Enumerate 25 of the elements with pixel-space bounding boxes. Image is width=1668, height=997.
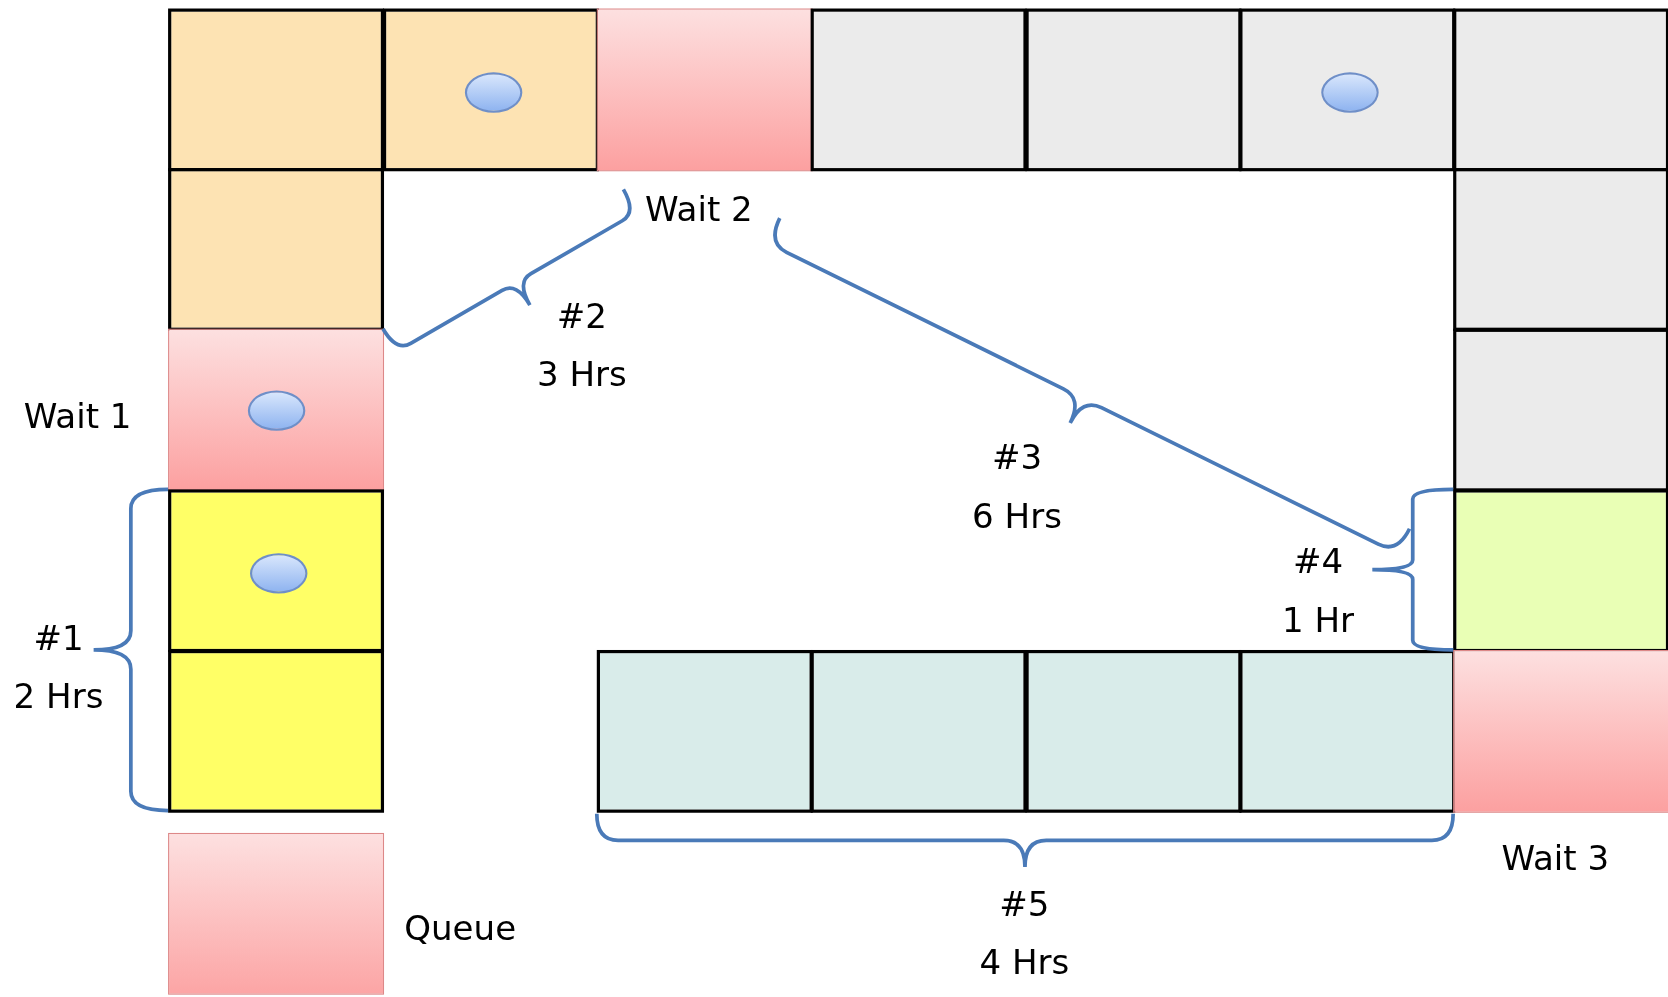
step-square [382,8,599,172]
step-square [1239,650,1456,813]
step-square [168,168,385,331]
token-oval [249,552,307,594]
step-square [596,650,813,813]
step-square [1453,328,1668,492]
duration-label: #3 6 Hrs [972,436,1062,539]
wait-label: Wait 2 [645,187,753,232]
step-square [168,650,385,813]
step-square [1025,650,1242,813]
step-square [1239,8,1456,172]
step-square [1025,8,1242,172]
duration-label: #5 4 Hrs [979,883,1070,985]
step-square [1453,168,1668,331]
step-square [810,650,1027,813]
duration-label: #2 3 Hrs [537,294,627,397]
legend-label: Queue [404,906,517,951]
step-square [810,8,1027,172]
wait-label: Wait 3 [1501,836,1610,881]
queue-square [596,8,813,172]
duration-label: #1 2 Hrs [13,617,104,719]
queue-square [168,328,385,492]
duration-label: #4 1 Hr [1282,540,1355,643]
wait-label: Wait 1 [23,395,132,439]
queue-square [1453,650,1668,813]
